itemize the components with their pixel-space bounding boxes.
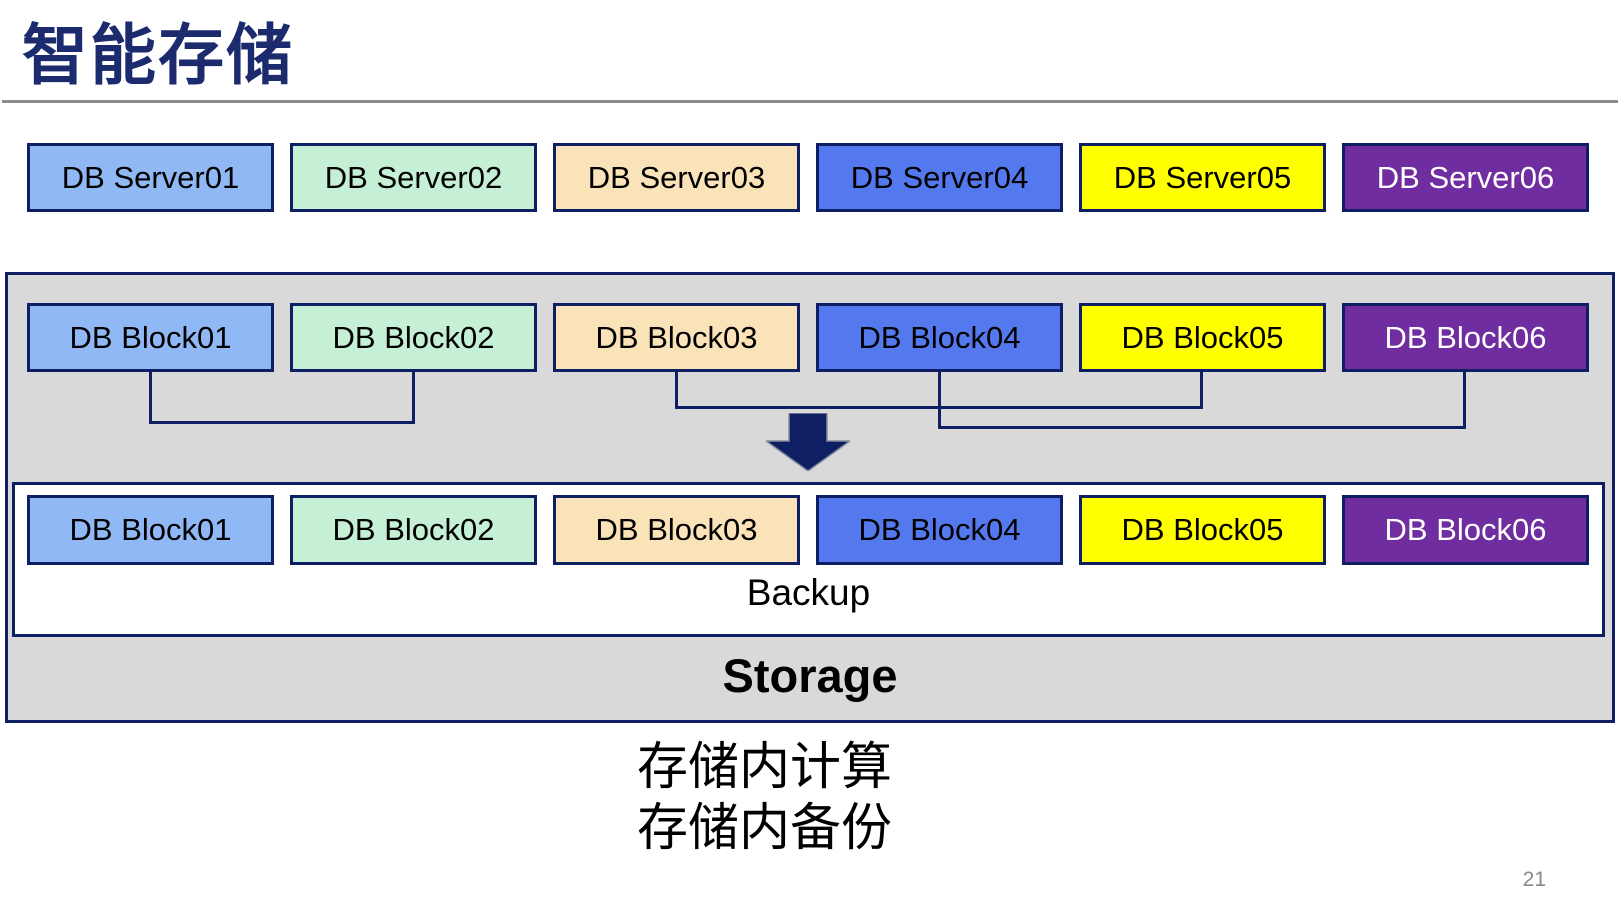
db-block-top-03-box: DB Block03 (553, 303, 800, 372)
caption-line-1: 存储内计算 (637, 738, 893, 797)
db-server-05-box: DB Server05 (1079, 143, 1326, 212)
db-server-01-box: DB Server01 (27, 143, 274, 212)
db-block-top-02-box: DB Block02 (290, 303, 537, 372)
caption-line-2: 存储内备份 (637, 799, 893, 858)
down-arrow-icon (766, 413, 850, 471)
connector-block01-block02 (149, 372, 415, 424)
page-number: 21 (1522, 868, 1546, 891)
db-block-bottom-02-box: DB Block02 (290, 495, 537, 565)
backup-label: Backup (746, 572, 871, 613)
backup-container (12, 482, 1605, 637)
db-block-bottom-04-box: DB Block04 (816, 495, 1063, 565)
page-title: 智能存储 (22, 17, 294, 94)
db-block-bottom-06-box: DB Block06 (1342, 495, 1589, 565)
connector-block04-block06 (938, 372, 1466, 429)
db-block-top-05-box: DB Block05 (1079, 303, 1326, 372)
db-block-bottom-05-box: DB Block05 (1079, 495, 1326, 565)
db-block-bottom-03-box: DB Block03 (553, 495, 800, 565)
db-block-top-06-box: DB Block06 (1342, 303, 1589, 372)
db-server-02-box: DB Server02 (290, 143, 537, 212)
db-block-top-01-box: DB Block01 (27, 303, 274, 372)
db-server-06-box: DB Server06 (1342, 143, 1589, 212)
db-block-top-04-box: DB Block04 (816, 303, 1063, 372)
title-divider (2, 100, 1618, 103)
db-block-bottom-01-box: DB Block01 (27, 495, 274, 565)
caption-block: 存储内计算 存储内备份 (637, 737, 892, 859)
db-server-04-box: DB Server04 (816, 143, 1063, 212)
db-server-03-box: DB Server03 (553, 143, 800, 212)
storage-label: Storage (722, 649, 898, 702)
